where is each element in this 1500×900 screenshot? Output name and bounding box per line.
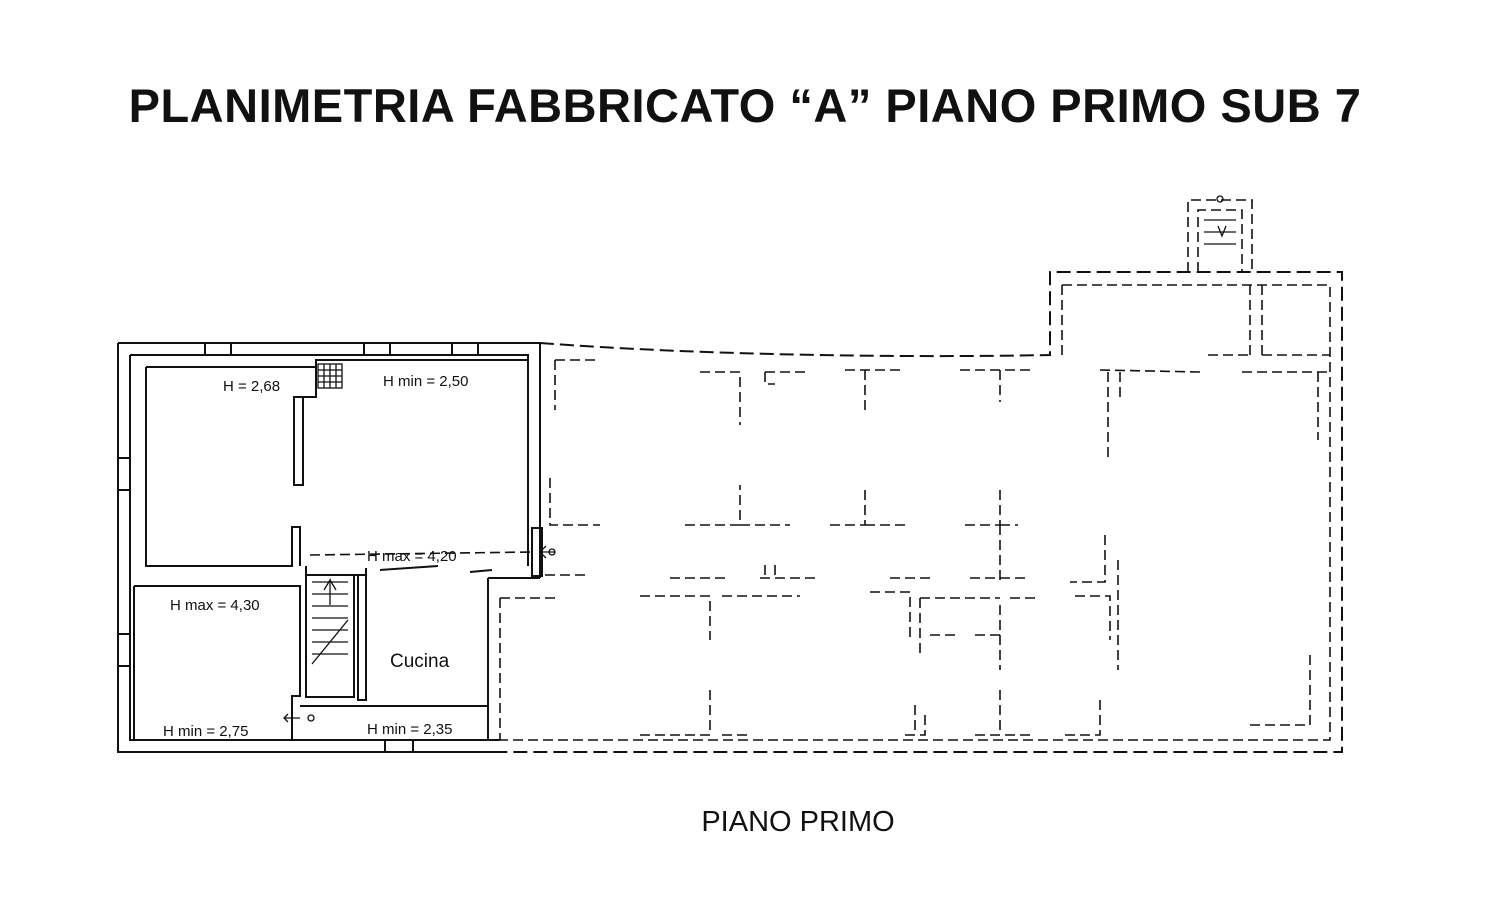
window [363,342,391,356]
door-arrow [283,713,300,723]
room-wall [379,565,493,573]
label-h-min-275: H min = 2,75 [163,723,248,740]
outer-wall-dashed [500,271,1343,753]
h-max-line [309,551,533,556]
window [117,633,131,667]
outer-wall-inner-line [129,354,529,741]
label-h-268: H = 2,68 [223,378,280,395]
room-wall [134,585,301,740]
window [384,739,414,753]
label-h-max-420: H max = 4,20 [367,548,457,565]
plan-title: PLANIMETRIA FABBRICATO “A” PIANO PRIMO S… [128,79,1362,132]
label-h-min-250: H min = 2,50 [383,373,468,390]
window [204,342,232,356]
solid-walls [117,342,556,753]
room-wall [487,577,540,740]
room-wall [305,566,365,576]
outer-wall [117,342,541,753]
floor-caption: PIANO PRIMO [701,806,895,838]
room-wall [145,367,301,567]
chimney [1187,199,1253,272]
label-cucina: Cucina [390,651,450,672]
label-h-min-235: H min = 2,35 [367,721,452,738]
room-wall [357,568,367,701]
window [117,457,131,491]
dashed-walls [499,195,1343,753]
partition [303,360,317,398]
partition [293,396,304,486]
stair [305,574,355,698]
window [451,342,479,356]
label-h-max-430: H max = 4,30 [170,597,260,614]
